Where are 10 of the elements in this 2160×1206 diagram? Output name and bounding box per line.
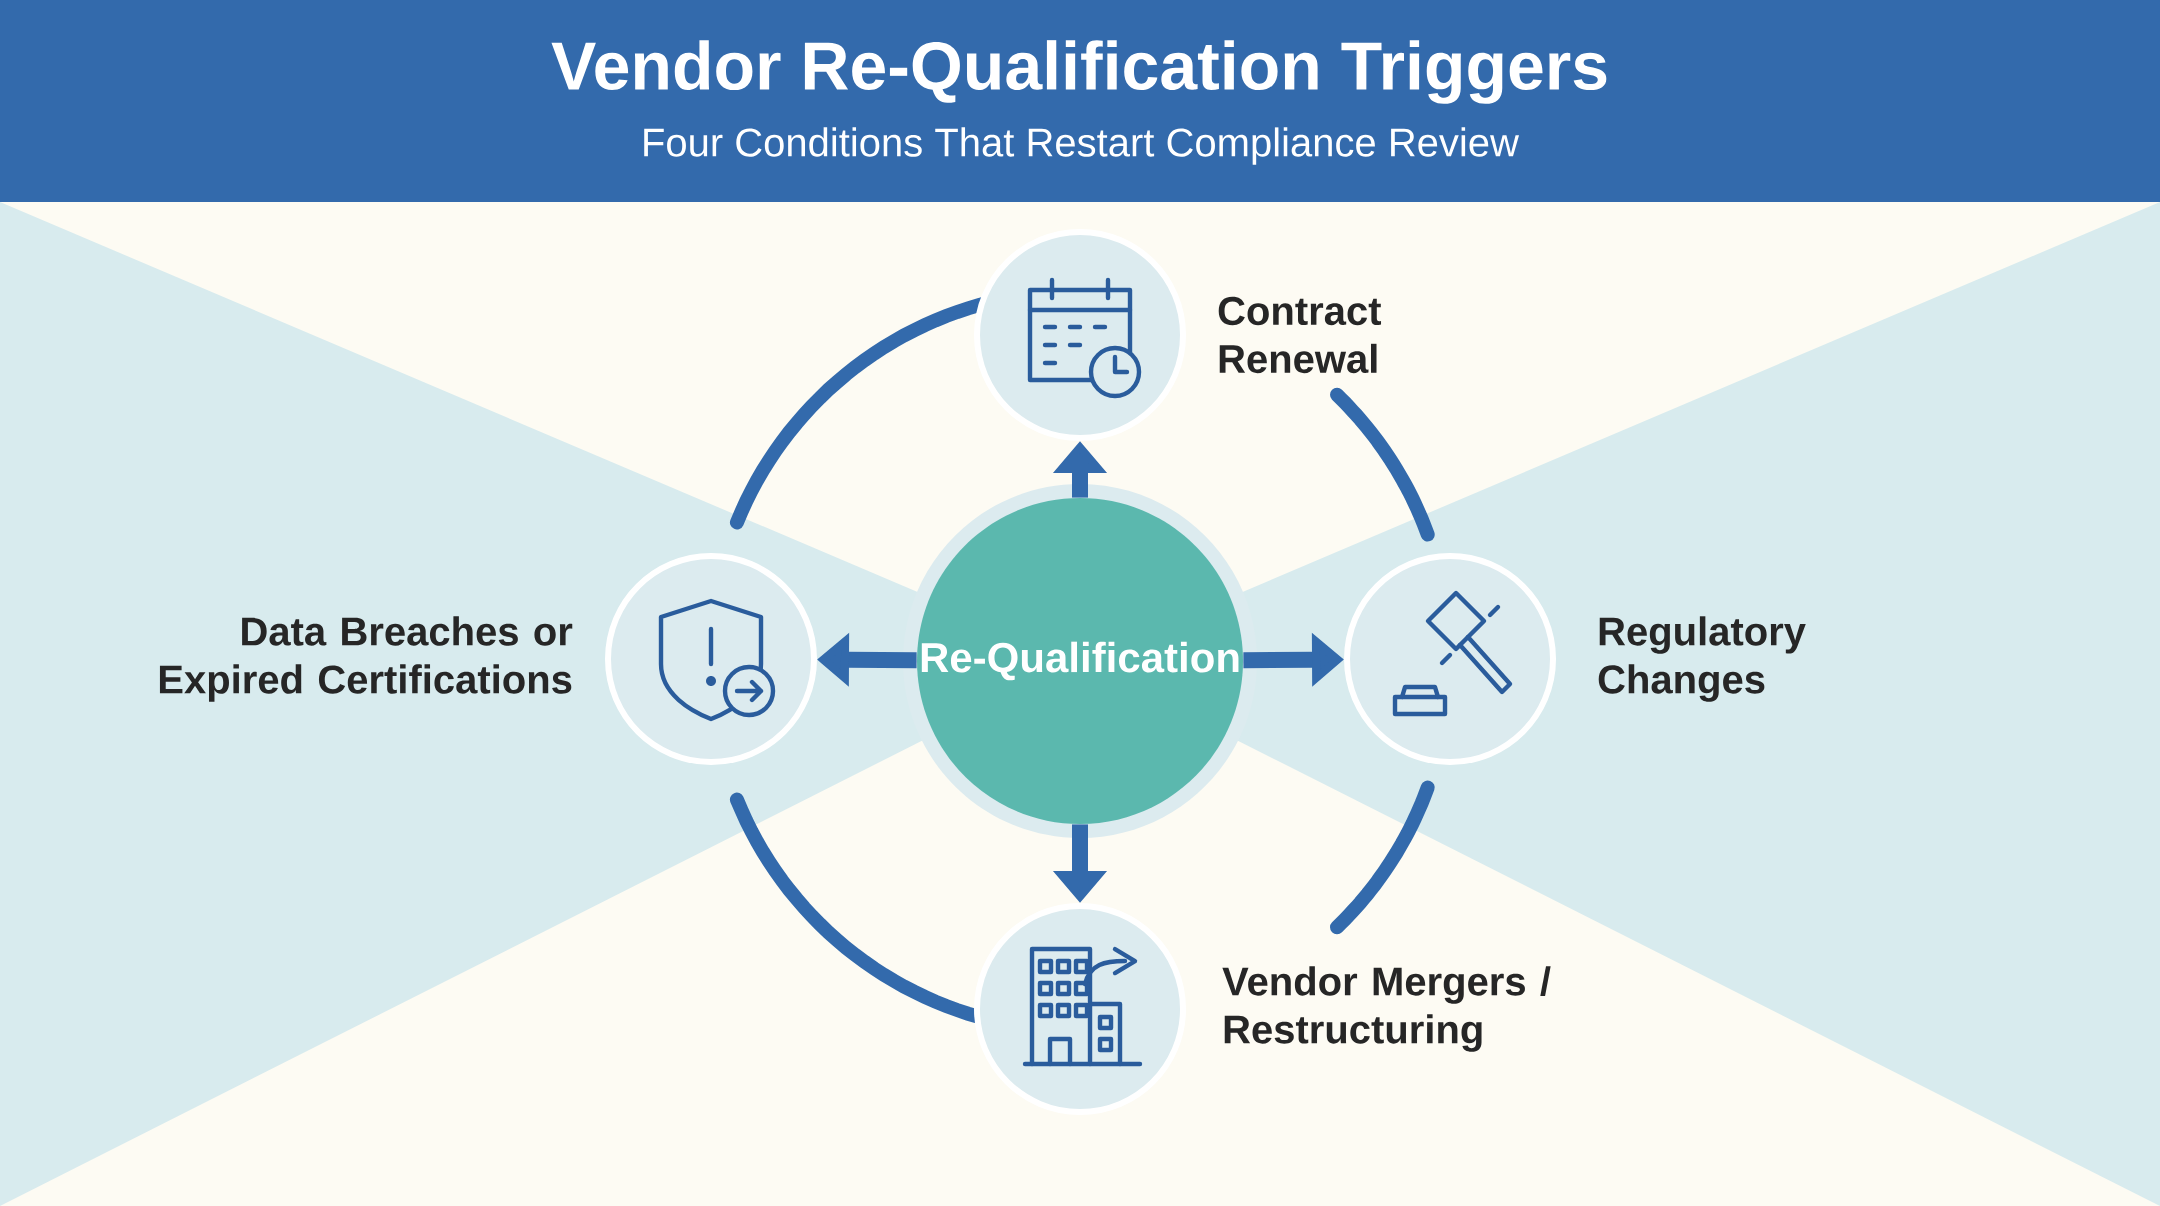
icon-circle — [605, 553, 817, 765]
icon-circle — [974, 229, 1186, 441]
icon-circle — [1344, 553, 1556, 765]
icon-circle — [974, 903, 1186, 1115]
trigger-label: Contract Renewal — [1218, 296, 1381, 374]
trigger-label: Vendor Mergers / Restructuring — [1222, 966, 1551, 1052]
title: Vendor Re-Qualification Triggers — [551, 40, 1607, 104]
trigger-label: Regulatory Changes — [1598, 616, 1806, 702]
subtitle: Four Conditions That Restart Compliance Review — [644, 127, 1520, 165]
trigger-label: Data Breaches or Expired Certifications — [159, 616, 573, 702]
